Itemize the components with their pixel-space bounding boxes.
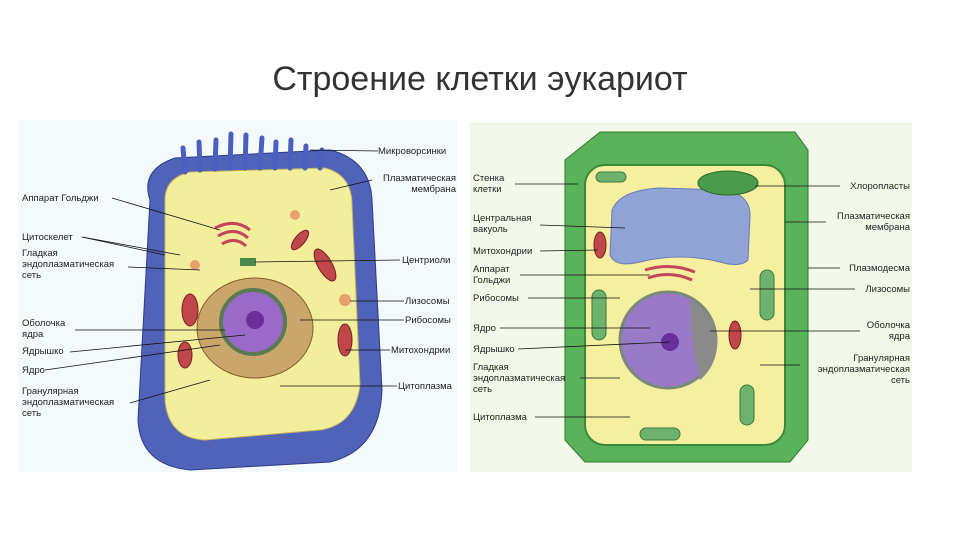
slide-title: Строение клетки эукариот (272, 60, 688, 98)
label-chloroplasts: Хлоропласты (850, 181, 910, 192)
label-golgi-plant: Аппарат Гольджи (473, 264, 511, 286)
label-plasmodesma: Плазмодесма (849, 263, 910, 274)
label-cytoskeleton: Цитоскелет (22, 232, 73, 243)
label-golgi: Аппарат Гольджи (22, 193, 99, 204)
animal-cell-illustration (137, 131, 383, 471)
label-nucleus-plant: Ядро (473, 323, 496, 334)
label-cell-wall: Стенка клетки (473, 173, 505, 195)
label-mitochondria-plant: Митохондрии (473, 246, 533, 257)
label-lysosomes-plant: Лизосомы (865, 284, 910, 295)
leader-lines (44, 149, 860, 418)
label-mitochondria: Митохондрии (391, 345, 451, 356)
label-centrioles: Центриоли (402, 255, 451, 266)
label-smooth-er: Гладкая эндоплазматическая сеть (22, 248, 115, 281)
label-plasma-membrane-plant: Плазматическая мембрана (837, 211, 910, 233)
label-nucleolus-plant: Ядрышко (473, 344, 515, 355)
label-rough-er-plant: Гранулярная эндоплазматическая сеть (817, 353, 910, 386)
label-nucleus: Ядро (22, 365, 45, 376)
label-cytoplasm: Цитоплазма (398, 381, 452, 392)
label-smooth-er-plant: Гладкая эндоплазматическая сеть (473, 362, 566, 395)
label-rough-er: Гранулярная эндоплазматическая сеть (22, 386, 115, 419)
label-cytoplasm-plant: Цитоплазма (473, 412, 527, 423)
label-ribosomes-plant: Рибосомы (473, 293, 519, 304)
label-microvilli: Микроворсинки (378, 146, 447, 157)
label-nuclear-envelope: Оболочка ядра (22, 318, 66, 340)
label-ribosomes: Рибосомы (405, 315, 451, 326)
label-lysosomes: Лизосомы (405, 296, 450, 307)
label-central-vacuole: Центральная вакуоль (473, 213, 532, 235)
plant-cell-illustration (564, 131, 809, 463)
label-nucleolus: Ядрышко (22, 346, 64, 357)
label-plasma-membrane: Плазматическая мембрана (383, 173, 456, 195)
label-nuclear-envelope-plant: Оболочка ядра (866, 320, 910, 342)
